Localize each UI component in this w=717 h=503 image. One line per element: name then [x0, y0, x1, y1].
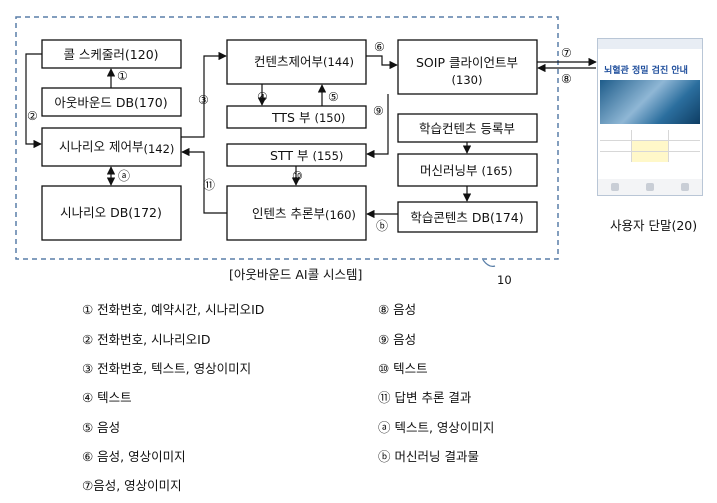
legend-item-2: ② 전화번호, 시나리오ID	[82, 332, 211, 347]
scenario-db-label: 시나리오 DB(172)	[60, 205, 162, 220]
call-scheduler-label: 콜 스케줄러(120)	[63, 47, 158, 62]
legend-item-b: ⓑ 머신러닝 결과물	[378, 449, 479, 464]
user-terminal-caption: 사용자 단말(20)	[610, 218, 698, 233]
learning-content-registration-label: 학습컨텐츠 등록부	[419, 121, 515, 136]
marker-6: ⑥	[374, 40, 385, 54]
marker-7: ⑦	[561, 46, 572, 60]
brain-scan-image	[600, 80, 700, 124]
marker-10: ⑩	[292, 169, 303, 183]
marker-9: ⑨	[373, 104, 384, 118]
tts-label: TTS 부(150)	[271, 110, 345, 125]
soip-client-label: SOIP 클라이언트부	[416, 55, 518, 70]
arrow-2	[25, 53, 42, 149]
system-reference-number: 10	[497, 273, 512, 287]
marker-4: ④	[257, 90, 268, 104]
legend-item-10: ⑩ 텍스트	[378, 361, 428, 376]
call-scheduler-block: 콜 스케줄러(120)	[41, 39, 182, 69]
outbound-db-label: 아웃바운드 DB(170)	[54, 95, 167, 110]
intent-inference-block: 인텐츠 추론부(160)	[226, 185, 367, 241]
phone-info-table	[600, 130, 700, 162]
marker-3: ③	[198, 93, 209, 107]
arrow-11	[181, 147, 227, 214]
marker-2: ②	[27, 109, 38, 123]
soip-client-number: (130)	[452, 73, 483, 87]
tts-block: TTS 부(150)	[226, 105, 367, 129]
learning-content-db-label: 학습콘텐츠 DB(174)	[410, 210, 523, 225]
learning-content-registration-block: 학습컨텐츠 등록부	[397, 113, 538, 143]
user-terminal-phone: 뇌혈관 정밀 검진 안내	[597, 38, 703, 196]
intent-inference-label: 인텐츠 추론부(160)	[252, 206, 356, 222]
reference-leader	[482, 259, 496, 267]
marker-1: ①	[117, 69, 128, 83]
search-icon	[680, 183, 689, 191]
stt-block: STT 부(155)	[226, 143, 367, 167]
legend-item-4: ④ 텍스트	[82, 390, 132, 405]
marker-a: ⓐ	[118, 169, 130, 183]
phone-status-bar	[598, 39, 702, 49]
marker-11: ⑪	[203, 178, 215, 192]
legend-item-6: ⑥ 음성, 영상이미지	[82, 449, 186, 464]
soip-client-block: SOIP 클라이언트부 (130)	[397, 39, 538, 95]
machine-learning-label: 머신러닝부(165)	[420, 163, 512, 178]
scenario-control-label: 시나리오 제어부(142)	[59, 139, 174, 156]
legend-item-11: ⑪ 답변 추론 결과	[378, 390, 472, 405]
system-boundary	[15, 16, 559, 260]
scenario-db-block: 시나리오 DB(172)	[41, 185, 182, 241]
legend-item-5: ⑤ 음성	[82, 420, 121, 435]
arrow-9	[366, 94, 389, 159]
outbound-db-block: 아웃바운드 DB(170)	[41, 87, 182, 117]
arrow-6	[366, 55, 398, 70]
system-caption: [아웃바운드 AI콜 시스템]	[229, 267, 363, 282]
phone-nav-bar	[598, 179, 702, 195]
content-control-label: 컨텐츠제어부(144)	[254, 54, 354, 69]
legend-item-1: ① 전화번호, 예약시간, 시나리오ID	[82, 302, 265, 317]
phone-message-bar	[598, 49, 702, 59]
marker-5: ⑤	[328, 90, 339, 104]
content-control-block: 컨텐츠제어부(144)	[226, 39, 367, 85]
scenario-control-block: 시나리오 제어부(142)	[41, 127, 182, 167]
machine-learning-block: 머신러닝부(165)	[397, 153, 538, 187]
legend-item-a: ⓐ 텍스트, 영상이미지	[378, 420, 495, 435]
legend-item-3: ③ 전화번호, 텍스트, 영상이미지	[82, 361, 252, 376]
legend-item-8: ⑧ 음성	[378, 302, 417, 317]
list-icon	[645, 183, 654, 191]
legend-item-9: ⑨ 음성	[378, 332, 417, 347]
legend-item-7: ⑦음성, 영상이미지	[82, 478, 182, 493]
stt-label: STT 부(155)	[270, 148, 343, 163]
marker-8: ⑧	[561, 72, 572, 86]
learning-content-db-block: 학습콘텐츠 DB(174)	[397, 201, 538, 233]
home-icon	[611, 183, 620, 191]
arrow-3	[181, 51, 227, 138]
phone-title: 뇌혈관 정밀 검진 안내	[604, 66, 688, 76]
marker-b: ⓑ	[376, 219, 388, 233]
